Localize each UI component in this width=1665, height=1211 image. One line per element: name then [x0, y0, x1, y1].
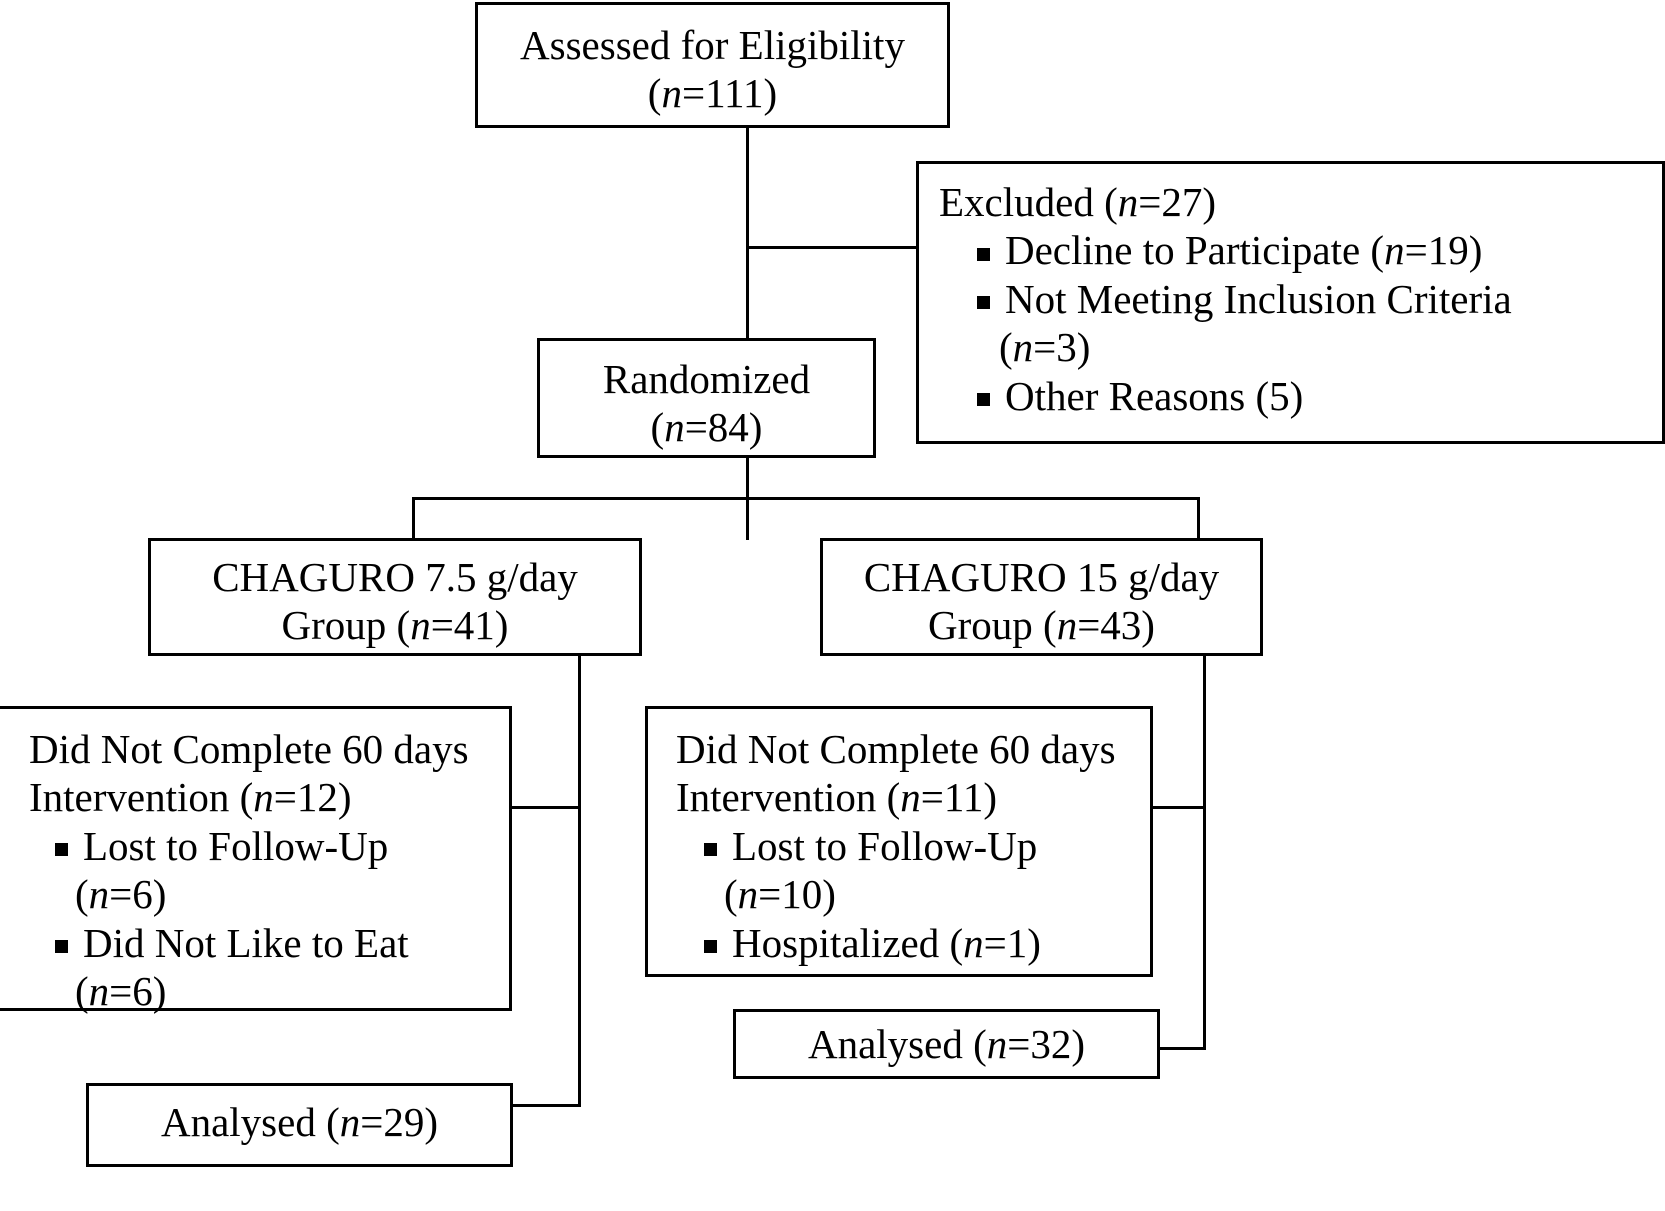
connector-split-left-drop [412, 497, 415, 540]
list-item: Not Meeting Inclusion Criteria (n=3) [971, 275, 1652, 372]
node-analysed-right: Analysed (n=32) [733, 1009, 1160, 1079]
dropout-left-line2: Intervention (n=12) [29, 774, 352, 821]
connector-group-right-trunk [1203, 655, 1206, 1050]
node-assessed-for-eligibility: Assessed for Eligibility (n=111) [475, 2, 950, 128]
node-analysed-left: Analysed (n=29) [86, 1083, 513, 1167]
excluded-item2-continuation: (n=3) [999, 324, 1091, 371]
dropout-right-line1: Did Not Complete 60 days [676, 726, 1116, 772]
list-item: Decline to Participate (n=19) [971, 226, 1652, 274]
square-bullet-icon [55, 843, 68, 857]
node-excluded: Excluded (n=27) Decline to Participate (… [916, 161, 1665, 444]
square-bullet-icon [977, 392, 990, 406]
dropout-left-line1: Did Not Complete 60 days [29, 726, 469, 772]
square-bullet-icon [977, 296, 990, 310]
list-item: Lost to Follow-Up (n=10) [698, 822, 1142, 919]
dropout-left-reason-list: Lost to Follow-Up (n=6) Did Not Like to … [29, 822, 501, 1016]
square-bullet-icon [55, 939, 68, 953]
group-left-count: Group (n=41) [281, 602, 509, 649]
connector-randomized-split-bar [412, 497, 1200, 500]
square-bullet-icon [704, 939, 717, 953]
connector-assessed-to-excluded [746, 246, 918, 249]
connector-group-right-to-analysed [1157, 1047, 1206, 1050]
dropout-left-item1-count: (n=6) [75, 967, 167, 1014]
list-item: Lost to Follow-Up (n=6) [49, 822, 501, 919]
square-bullet-icon [977, 247, 990, 261]
assessed-count: (n=111) [647, 70, 778, 117]
connector-group-left-to-analysed [509, 1104, 581, 1107]
randomized-count: (n=84) [650, 404, 763, 451]
analysed-left-text: Analysed (n=29) [160, 1099, 439, 1145]
connector-group-left-trunk [578, 655, 581, 1107]
group-right-label: CHAGURO 15 g/day [863, 554, 1220, 600]
randomized-label: Randomized [602, 356, 811, 402]
node-group-chaguro-15: CHAGURO 15 g/day Group (n=43) [820, 538, 1263, 656]
dropout-right-line2: Intervention (n=11) [676, 774, 998, 821]
connector-split-right-drop [1197, 497, 1200, 540]
assessed-label: Assessed for Eligibility [520, 22, 905, 68]
connector-group-left-to-dropout [509, 806, 581, 809]
node-group-chaguro-7-5: CHAGURO 7.5 g/day Group (n=41) [148, 538, 642, 656]
excluded-heading: Excluded (n=27) [939, 179, 1217, 225]
list-item: Hospitalized (n=1) [698, 919, 1142, 967]
node-randomized: Randomized (n=84) [537, 338, 876, 458]
dropout-right-item0-count: (n=10) [724, 871, 836, 918]
list-item: Did Not Like to Eat (n=6) [49, 919, 501, 1016]
square-bullet-icon [704, 843, 717, 857]
group-left-label: CHAGURO 7.5 g/day [212, 554, 578, 600]
excluded-reason-list: Decline to Participate (n=19) Not Meetin… [939, 226, 1652, 420]
group-right-count: Group (n=43) [928, 602, 1155, 649]
connector-group-right-to-dropout [1149, 806, 1206, 809]
node-dropout-left: Did Not Complete 60 days Intervention (n… [0, 706, 512, 1014]
analysed-right-text: Analysed (n=32) [807, 1021, 1086, 1067]
node-dropout-right: Did Not Complete 60 days Intervention (n… [645, 706, 1153, 977]
connector-randomized-stem [746, 458, 749, 500]
dropout-left-item0-count: (n=6) [75, 871, 167, 918]
dropout-right-reason-list: Lost to Follow-Up (n=10) Hospitalized (n… [676, 822, 1142, 967]
connector-assessed-trunk [746, 127, 749, 540]
list-item: Other Reasons (5) [971, 372, 1652, 420]
